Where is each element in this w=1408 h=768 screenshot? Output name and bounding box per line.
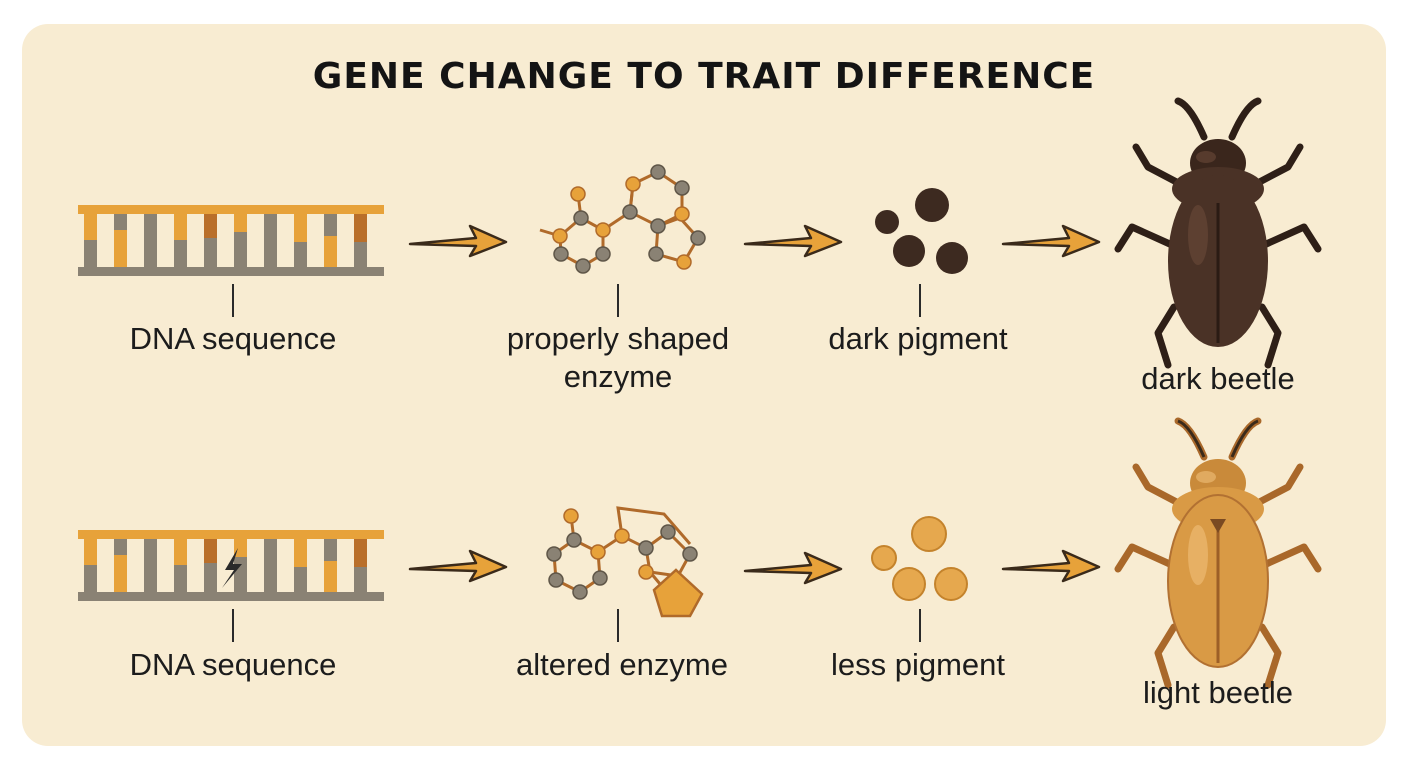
altered-pentagon-shape — [652, 568, 704, 618]
row2-beetle-label: light beetle — [1143, 675, 1293, 710]
row2-pigment-label: less pigment — [830, 647, 1006, 682]
row2-pigment-dots-icon — [871, 516, 968, 601]
diagram-title: GENE CHANGE TO TRAIT DIFFERENCE — [312, 56, 1096, 97]
row1-arrow-icon-2 — [743, 224, 843, 258]
row2-beetle-icon — [1118, 421, 1318, 685]
row1-dna-strand-icon — [78, 205, 384, 276]
row1-enzyme-label-line1: properly shaped — [506, 321, 730, 356]
diagram-panel — [22, 24, 1386, 746]
row2-enzyme-label: altered enzyme — [516, 647, 728, 682]
row1-arrow-icon-3 — [1001, 224, 1101, 258]
row1-beetle-label: dark beetle — [1141, 361, 1295, 396]
row2-arrow-icon-1 — [408, 549, 508, 583]
row1-enzyme-label-line2: enzyme — [563, 359, 673, 394]
row1-beetle-icon — [1118, 101, 1318, 365]
row1-dna-label: DNA sequence — [129, 321, 337, 356]
row1-enzyme-label: properly shaped enzyme — [507, 320, 729, 396]
row1-pigment-label: dark pigment — [828, 321, 1008, 356]
mutation-bolt-icon — [222, 548, 242, 588]
row1-pigment-dots-icon — [875, 188, 968, 274]
row2-arrow-icon-3 — [1001, 549, 1101, 583]
row1-arrow-icon-1 — [408, 224, 508, 258]
row2-arrow-icon-2 — [743, 551, 843, 585]
row2-dna-label: DNA sequence — [129, 647, 337, 682]
